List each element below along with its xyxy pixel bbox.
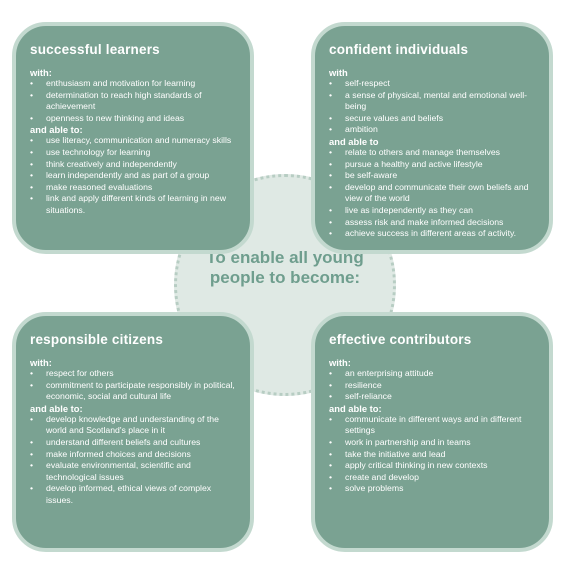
list-item: develop and communicate their own belief… (329, 182, 535, 205)
able-label: and able to: (30, 124, 83, 136)
list-item: understand different beliefs and culture… (30, 437, 236, 449)
list-item: assess risk and make informed decisions (329, 217, 535, 229)
with-list: self-respect a sense of physical, mental… (329, 78, 535, 136)
list-item: make informed choices and decisions (30, 449, 236, 461)
list-item: make reasoned evaluations (30, 182, 236, 194)
list-item: commitment to participate responsibly in… (30, 380, 236, 403)
able-list: develop knowledge and understanding of t… (30, 414, 236, 507)
list-item: enthusiasm and motivation for learning (30, 78, 236, 90)
list-item: secure values and beliefs (329, 113, 535, 125)
able-label: and able to (329, 135, 379, 147)
list-item: solve problems (329, 483, 535, 495)
with-label: with: (30, 67, 52, 78)
card-responsible-citizens: responsible citizens with: respect for o… (12, 312, 254, 552)
list-item: be self-aware (329, 170, 535, 182)
able-label: and able to: (329, 402, 382, 414)
card-title: effective contributors (329, 332, 472, 347)
list-item: link and apply different kinds of learni… (30, 193, 236, 216)
center-line-1: To enable all young (206, 248, 364, 267)
able-list: use literacy, communication and numeracy… (30, 135, 236, 216)
list-item: develop knowledge and understanding of t… (30, 414, 236, 437)
list-item: communicate in different ways and in dif… (329, 414, 535, 437)
with-list: an enterprising attitude resilience self… (329, 368, 535, 403)
center-line-2: people to become: (209, 268, 361, 287)
list-item: self-reliance (329, 391, 535, 403)
with-label: with (329, 67, 348, 78)
card-title: successful learners (30, 42, 160, 57)
list-item: live as independently as they can (329, 205, 535, 217)
card-confident-individuals: confident individuals with self-respect … (311, 22, 553, 254)
card-effective-contributors: effective contributors with: an enterpri… (311, 312, 553, 552)
card-title: responsible citizens (30, 332, 164, 347)
with-list: respect for others commitment to partici… (30, 368, 236, 403)
list-item: work in partnership and in teams (329, 437, 535, 449)
list-item: openness to new thinking and ideas (30, 113, 236, 125)
list-item: ambition (329, 124, 535, 136)
list-item: an enterprising attitude (329, 368, 535, 380)
able-label: and able to: (30, 402, 83, 414)
with-label: with: (329, 357, 351, 368)
list-item: take the initiative and lead (329, 449, 535, 461)
able-list: relate to others and manage themselves p… (329, 147, 535, 240)
list-item: achieve success in different areas of ac… (329, 228, 535, 240)
list-item: develop informed, ethical views of compl… (30, 483, 236, 506)
card-title: confident individuals (329, 42, 469, 57)
card-successful-learners: successful learners with: enthusiasm and… (12, 22, 254, 254)
list-item: a sense of physical, mental and emotiona… (329, 90, 535, 113)
list-item: pursue a healthy and active lifestyle (329, 159, 535, 171)
center-hub-text: To enable all young people to become: (175, 248, 395, 288)
able-list: communicate in different ways and in dif… (329, 414, 535, 495)
list-item: self-respect (329, 78, 535, 90)
list-item: use literacy, communication and numeracy… (30, 135, 236, 147)
list-item: think creatively and independently (30, 159, 236, 171)
list-item: resilience (329, 380, 535, 392)
list-item: use technology for learning (30, 147, 236, 159)
with-label: with: (30, 357, 52, 368)
list-item: respect for others (30, 368, 236, 380)
list-item: create and develop (329, 472, 535, 484)
list-item: evaluate environmental, scientific and t… (30, 460, 236, 483)
list-item: determination to reach high standards of… (30, 90, 236, 113)
list-item: relate to others and manage themselves (329, 147, 535, 159)
list-item: apply critical thinking in new contexts (329, 460, 535, 472)
list-item: learn independently and as part of a gro… (30, 170, 236, 182)
with-list: enthusiasm and motivation for learning d… (30, 78, 236, 124)
